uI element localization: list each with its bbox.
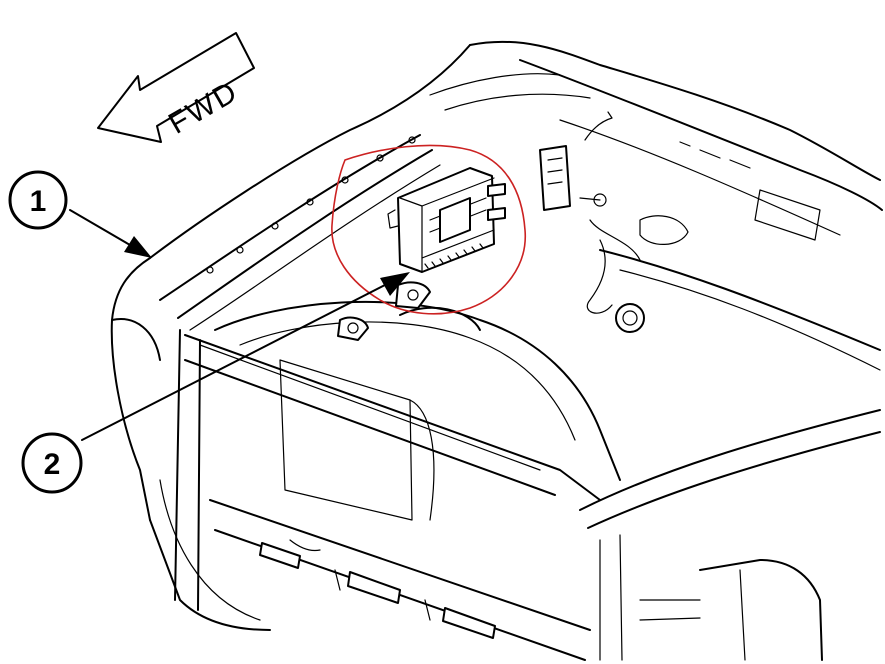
callout-2: 2 bbox=[21, 432, 83, 494]
callout-1-number: 1 bbox=[30, 185, 47, 218]
callout-2-number: 2 bbox=[44, 448, 61, 481]
callout-1: 1 bbox=[8, 170, 68, 230]
firewall-cowl bbox=[519, 59, 883, 371]
front-structure bbox=[149, 329, 601, 661]
right-fender bbox=[579, 409, 881, 661]
forward-arrow-icon: FWD bbox=[97, 32, 255, 143]
leader-arrow-icon bbox=[69, 209, 410, 441]
highlight-circle bbox=[331, 144, 526, 315]
rail-holes bbox=[206, 136, 416, 274]
fender-outline bbox=[110, 40, 881, 521]
control-module bbox=[387, 167, 506, 273]
